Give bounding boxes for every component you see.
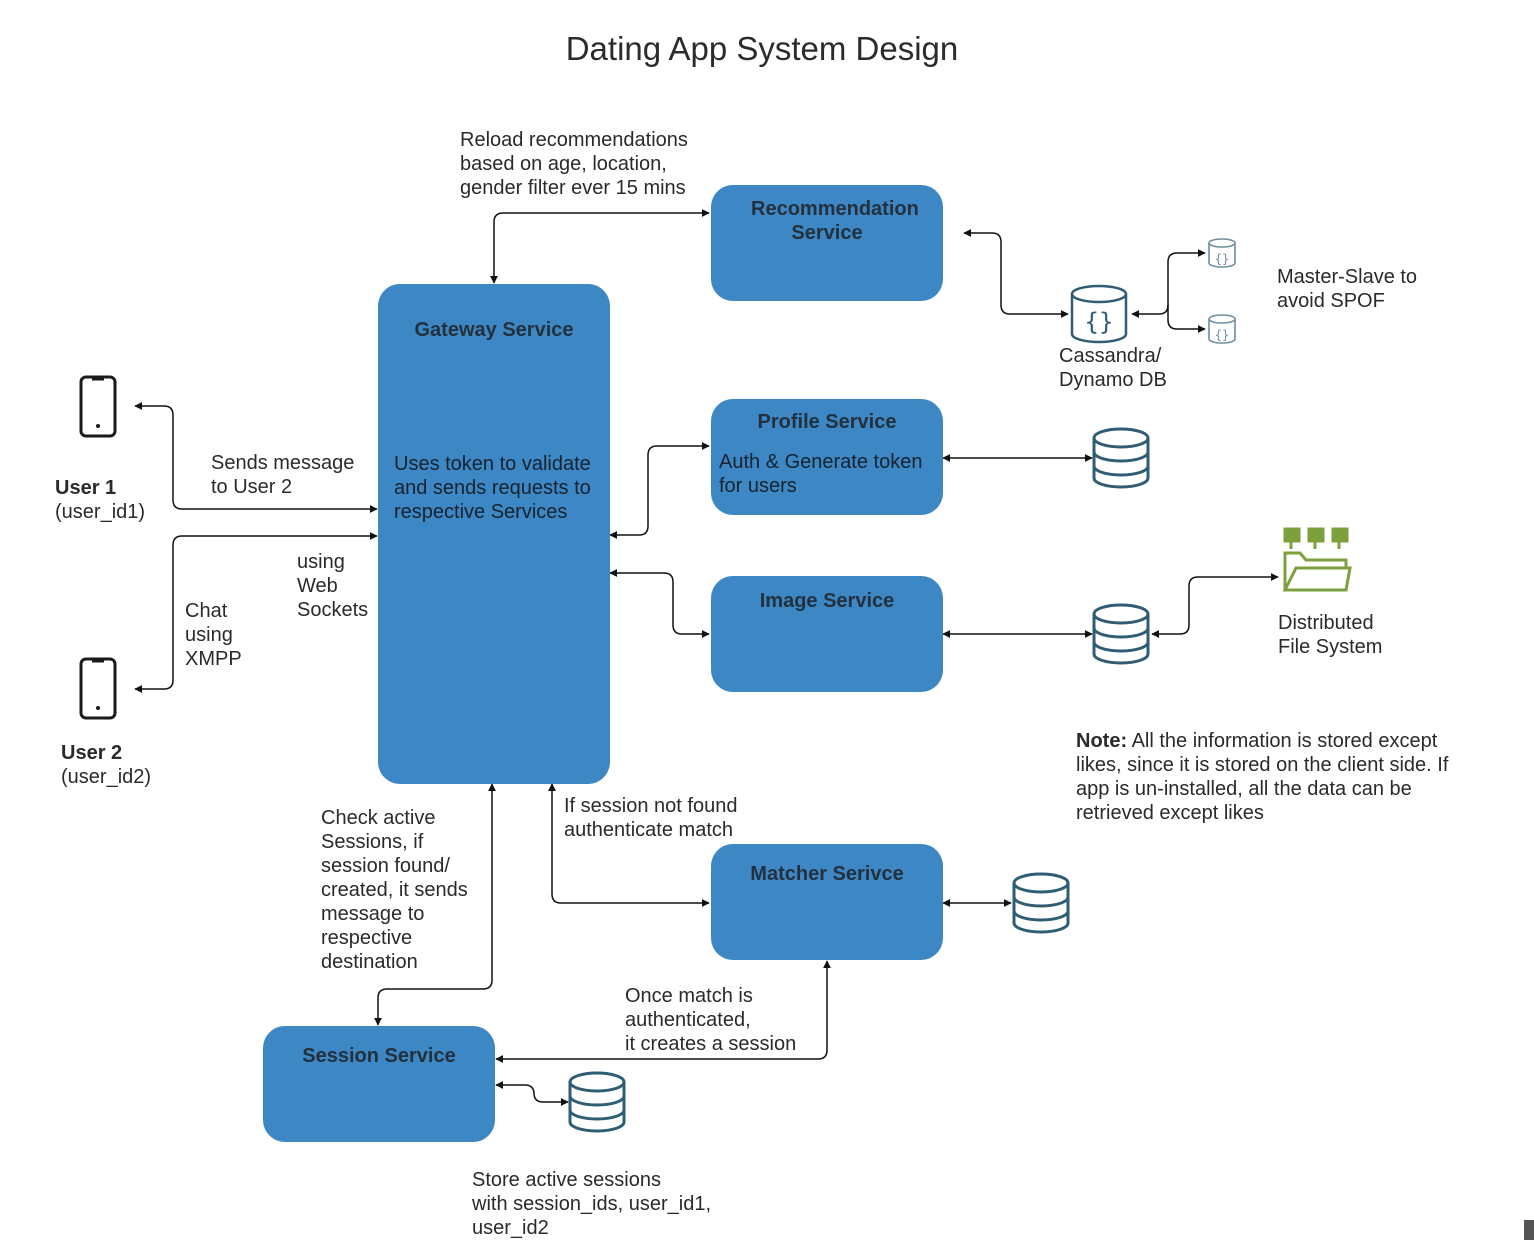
gateway-service-box: Gateway Service Uses token to validate a… [378,284,610,784]
image-service-box: Image Service [711,576,943,692]
profile-service-box: Profile Service Auth & Generate token fo… [711,399,943,515]
profile-service-description: Auth & Generate token for users [719,451,923,497]
connector-cassandra-replica-bottom [1167,305,1206,333]
database-icon [568,1071,626,1133]
connector-session-db [495,1081,569,1106]
connector-recommendation-cassandra [963,229,1069,318]
session-not-found-label: If session not found authenticate match [564,795,738,841]
connector-user2-gateway [134,532,378,693]
scrollbar-corner [1524,1220,1534,1240]
recommendation-service-title: Recommendation Service [751,198,919,244]
store-sessions-label: Store active sessions with session_ids, … [472,1169,712,1239]
check-active-sessions-label: Check active Sessions, if session found/… [321,807,468,973]
diagram-title: Dating App System Design [565,30,959,67]
chat-xmpp-label: Chat using XMPP [185,600,242,670]
sends-message-label: Sends message to User 2 [211,452,355,498]
folder-icon [1282,527,1352,592]
matcher-service-box: Matcher Serivce [711,844,943,960]
document-db-icon: {} [1208,314,1236,344]
note-prefix: Note: [1076,730,1128,752]
svg-text:{}: {} [1085,308,1114,336]
recommendation-service-box: Recommendation Service [711,185,943,301]
distributed-file-system-label: Distributed File System [1278,612,1383,658]
svg-text:{}: {} [1215,252,1229,266]
connector-gateway-image [609,569,710,638]
profile-service-title: Profile Service [757,411,897,433]
image-service-title: Image Service [759,590,895,612]
reload-recommendations-label: Reload recommendations based on age, loc… [460,129,688,199]
phone-icon [79,657,117,720]
connector-gateway-profile [609,442,710,539]
connector-gateway-matcher [548,783,710,907]
database-icon [1092,427,1150,489]
user2-id: (user_id2) [61,766,152,788]
database-icon [1092,603,1150,665]
note-text: Note: All the information is stored exce… [1076,729,1456,825]
connector-gateway-session [374,783,496,1026]
cassandra-label: Cassandra/ Dynamo DB [1059,345,1167,391]
connector-user1-gateway [134,402,378,513]
svg-text:{}: {} [1215,328,1229,342]
matcher-service-title: Matcher Serivce [750,863,904,885]
session-service-box: Session Service [263,1026,495,1142]
once-match-label: Once match is authenticated, it creates … [625,985,797,1055]
master-slave-label: Master-Slave to avoid SPOF [1277,266,1418,312]
user1-name: User 1 [55,477,117,499]
document-db-icon: {} [1070,284,1128,344]
connector-cassandra-replica-top [1131,249,1206,318]
document-db-icon: {} [1208,238,1236,268]
user1-id: (user_id1) [55,501,146,523]
connector-gateway-recommendation [490,209,710,284]
note-body: All the information is stored except lik… [1076,730,1449,824]
connector-matcher-session [495,960,831,1063]
database-icon [1012,872,1070,934]
gateway-service-description: Uses token to validate and sends request… [394,453,591,523]
gateway-service-title: Gateway Service [414,319,574,341]
session-service-title: Session Service [302,1045,456,1067]
phone-icon [79,375,117,438]
user2-name: User 2 [61,742,123,764]
connector-imagedb-dfs [1151,573,1279,638]
web-sockets-label: using Web Sockets [297,551,369,621]
